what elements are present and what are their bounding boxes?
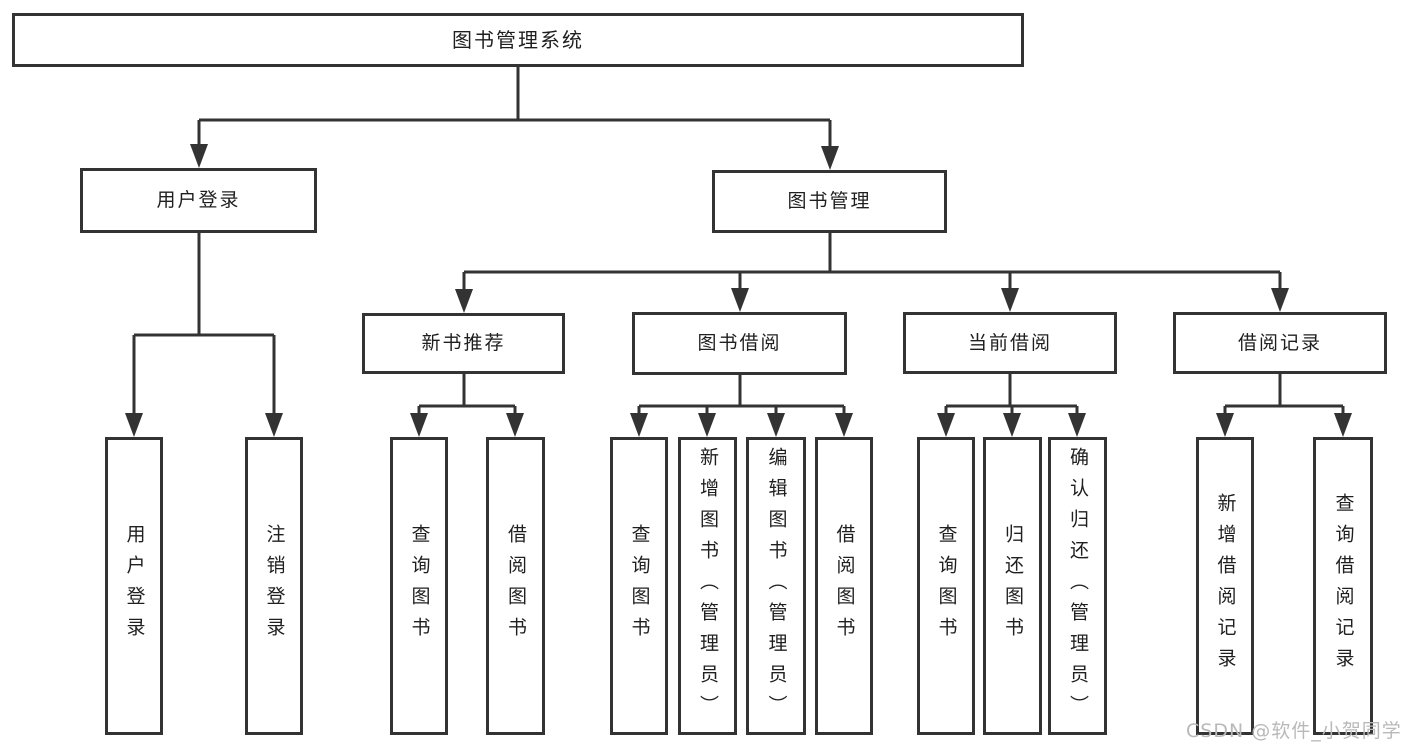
leaf-current-confirm-return-admin: 确认归还（管理员） bbox=[1048, 437, 1107, 735]
leaf-logout-label: 注销登录 bbox=[263, 524, 286, 648]
leaf-current-query-books-label: 查询图书 bbox=[935, 524, 958, 648]
node-user-login: 用户登录 bbox=[80, 168, 317, 233]
node-book-management: 图书管理 bbox=[712, 170, 947, 233]
leaf-borrow-borrow-books-label: 借阅图书 bbox=[833, 524, 856, 648]
leaf-current-return-books: 归还图书 bbox=[983, 437, 1042, 735]
node-borrowing-records: 借阅记录 bbox=[1173, 312, 1387, 374]
node-user-login-label: 用户登录 bbox=[156, 189, 241, 211]
node-new-book-recommendation-label: 新书推荐 bbox=[421, 332, 506, 354]
leaf-user-login-label: 用户登录 bbox=[123, 524, 146, 648]
leaf-borrow-add-book-admin-label: 新增图书（管理员） bbox=[697, 446, 719, 726]
node-book-management-system: 图书管理系统 bbox=[12, 13, 1024, 67]
csdn-watermark: CSDN @软件_小贺同学 bbox=[1186, 720, 1402, 742]
leaf-current-return-books-label: 归还图书 bbox=[1002, 524, 1024, 648]
leaf-newbook-query-books-label: 查询图书 bbox=[408, 524, 431, 648]
node-new-book-recommendation: 新书推荐 bbox=[362, 313, 565, 374]
node-book-management-label: 图书管理 bbox=[787, 190, 872, 212]
leaf-current-confirm-return-admin-label: 确认归还（管理员） bbox=[1067, 446, 1089, 726]
node-current-borrowing-label: 当前借阅 bbox=[967, 331, 1052, 354]
node-borrowing-records-label: 借阅记录 bbox=[1237, 331, 1322, 354]
leaf-borrow-query-books-label: 查询图书 bbox=[628, 524, 651, 648]
leaf-borrow-edit-book-admin: 编辑图书（管理员） bbox=[746, 437, 806, 735]
leaf-user-login: 用户登录 bbox=[105, 437, 163, 735]
leaf-records-add-record-label: 新增借阅记录 bbox=[1214, 493, 1237, 679]
leaf-records-add-record: 新增借阅记录 bbox=[1196, 437, 1254, 735]
leaf-borrow-query-books: 查询图书 bbox=[610, 437, 668, 735]
leaf-current-query-books: 查询图书 bbox=[917, 437, 975, 735]
leaf-newbook-query-books: 查询图书 bbox=[390, 437, 448, 735]
node-book-borrowing: 图书借阅 bbox=[632, 312, 847, 375]
leaf-newbook-borrow-books: 借阅图书 bbox=[486, 437, 545, 735]
leaf-logout: 注销登录 bbox=[245, 437, 303, 735]
leaf-borrow-edit-book-admin-label: 编辑图书（管理员） bbox=[765, 446, 788, 726]
leaf-borrow-add-book-admin: 新增图书（管理员） bbox=[678, 437, 737, 735]
leaf-records-query-record-label: 查询借阅记录 bbox=[1332, 493, 1355, 679]
node-current-borrowing: 当前借阅 bbox=[903, 312, 1117, 374]
node-book-borrowing-label: 图书借阅 bbox=[697, 332, 782, 354]
node-book-management-system-label: 图书管理系统 bbox=[452, 28, 584, 52]
leaf-newbook-borrow-books-label: 借阅图书 bbox=[505, 524, 527, 648]
leaf-records-query-record: 查询借阅记录 bbox=[1313, 437, 1373, 735]
leaf-borrow-borrow-books: 借阅图书 bbox=[815, 437, 873, 735]
